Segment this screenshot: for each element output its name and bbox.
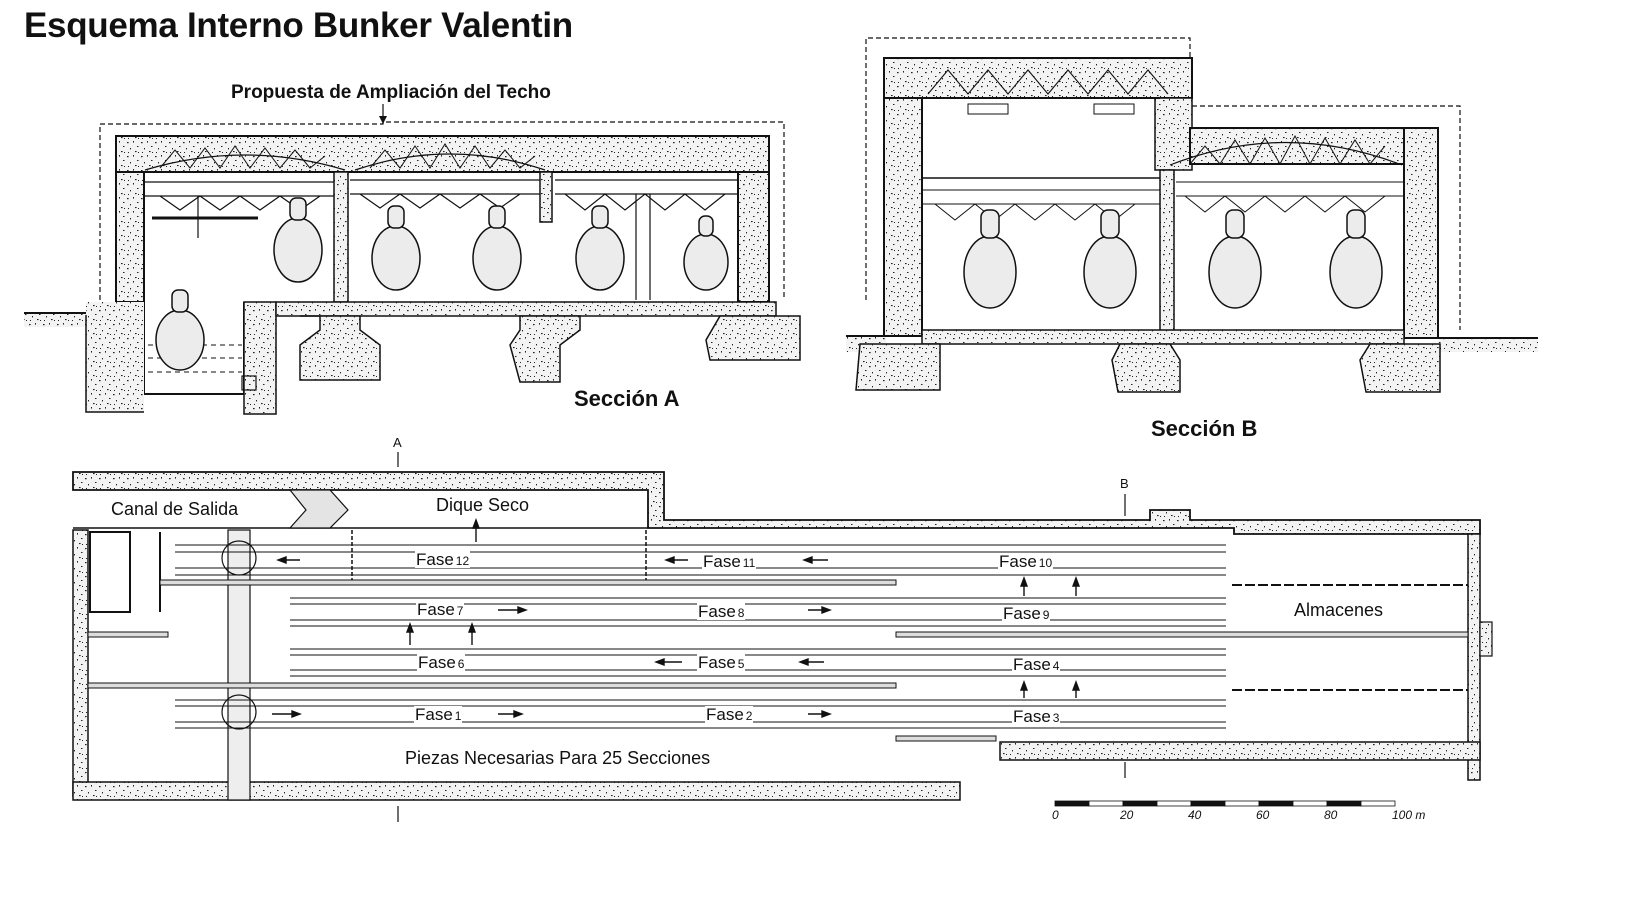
scale-tick-label: 80: [1324, 808, 1338, 822]
arrow-right-icon: [498, 605, 528, 615]
area-dry-dock: Dique Seco: [436, 495, 530, 515]
plan-south-wall: [72, 781, 961, 801]
arrow-left-icon: [664, 555, 688, 565]
phase-arrows: [272, 518, 1081, 719]
scale-bar-segment: [1190, 800, 1226, 807]
arrow-right-icon: [272, 709, 302, 719]
arrow-up-icon: [467, 622, 477, 645]
arrow-up-icon: [405, 622, 415, 645]
scale-bar: [1054, 800, 1396, 807]
area-exit-canal: Canal de Salida: [111, 499, 239, 519]
scale-bar-segment: [1292, 800, 1328, 807]
section-b-label: Sección B: [1151, 416, 1258, 441]
scale-tick-label: 60: [1256, 808, 1270, 822]
section-b-drawing: [846, 37, 1538, 393]
plan-north-wall: [72, 471, 1481, 535]
arrow-left-icon: [798, 657, 824, 667]
scale-bar-segment: [1258, 800, 1294, 807]
scale-bar-segment: [1224, 800, 1260, 807]
scale-bar-segment: [1054, 800, 1090, 807]
arrow-up-icon: [1071, 576, 1081, 596]
arrow-left-icon: [654, 657, 682, 667]
arrow-right-icon: [498, 709, 524, 719]
scale-tick-label: 100 m: [1392, 808, 1426, 822]
plan-pier-rows: [87, 579, 1469, 742]
page-title: Esquema Interno Bunker Valentin: [24, 6, 573, 45]
scale-bar-segment: [1360, 800, 1396, 807]
arrow-left-icon: [276, 555, 300, 565]
scale-bar-segment: [1156, 800, 1192, 807]
arrow-up-icon: [1019, 680, 1029, 698]
scale-tick-label: 40: [1188, 808, 1202, 822]
section-a-drawing: [24, 104, 801, 415]
roof-proposal-label: Propuesta de Ampliación del Techo: [231, 82, 551, 103]
scale-bar-segment: [1122, 800, 1158, 807]
section-a-submarine-hulls: [155, 197, 729, 371]
section-a-label: Sección A: [574, 386, 680, 411]
scale-bar-segment: [1326, 800, 1362, 807]
arrow-up-icon: [471, 518, 481, 542]
arrow-right-icon: [808, 709, 832, 719]
plan-tracks: [175, 544, 1226, 729]
area-parts: Piezas Necesarias Para 25 Secciones: [405, 748, 711, 768]
arrow-up-icon: [1019, 576, 1029, 596]
area-storage: Almacenes: [1294, 600, 1384, 620]
scale-tick-label: 0: [1052, 808, 1059, 822]
section-marker-a: A: [393, 435, 402, 450]
arrow-right-icon: [808, 605, 832, 615]
arrow-left-icon: [802, 555, 828, 565]
arrow-up-icon: [1071, 680, 1081, 698]
scale-tick-label: 20: [1120, 808, 1134, 822]
section-marker-b: B: [1120, 476, 1129, 491]
floor-plan: [72, 452, 1493, 822]
section-b-submarine-hulls: [963, 209, 1383, 309]
scale-bar-segment: [1088, 800, 1124, 807]
